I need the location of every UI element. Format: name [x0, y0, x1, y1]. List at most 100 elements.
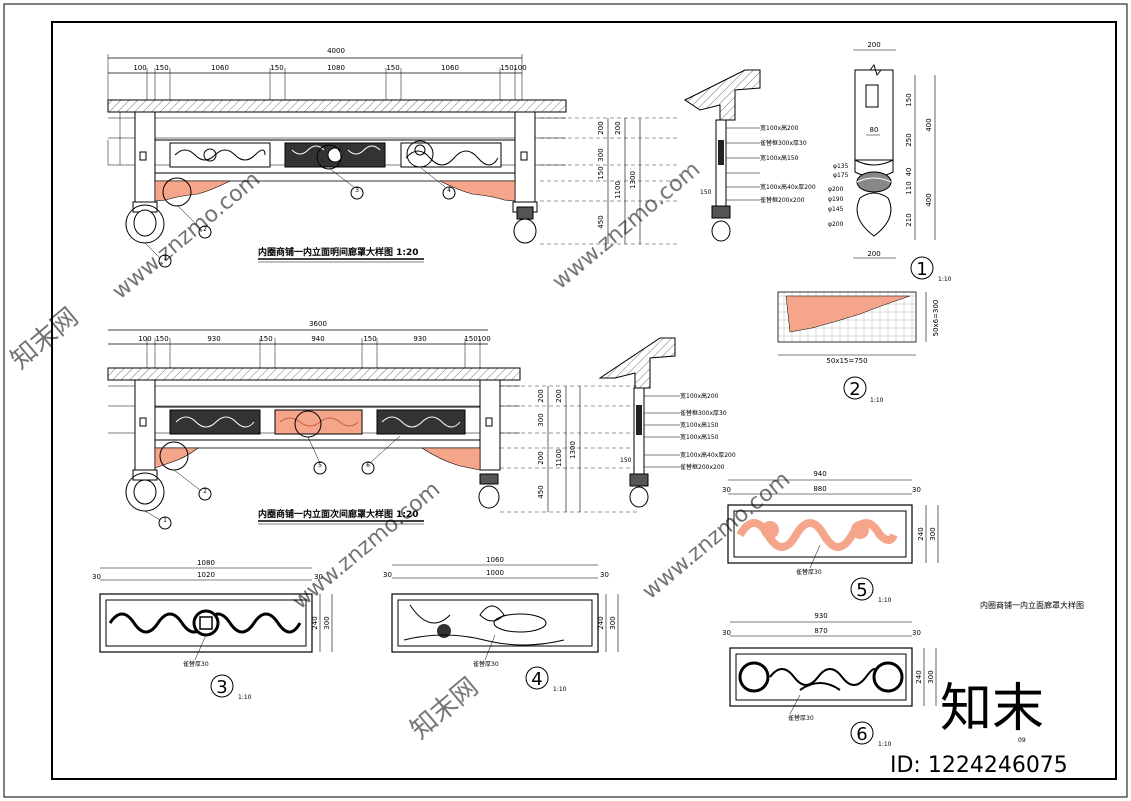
detail6-side: 30: [912, 629, 921, 637]
detail4-h-outer: 300: [609, 616, 617, 629]
detail6-outer: 930: [814, 612, 827, 620]
elev2-section-note: 雀替框300x厚30: [680, 409, 727, 417]
detail2-scale: 1:10: [870, 397, 884, 404]
detail6-scale: 1:10: [878, 741, 892, 748]
elev1-section-note: 雀替框300x厚30: [760, 139, 807, 147]
elev2-vdim: 200: [537, 451, 545, 464]
elev1-callout-3: 3: [355, 187, 359, 194]
elev1-seg-dim: 100: [513, 64, 526, 72]
detail1-right-dim: 210: [905, 213, 913, 226]
elev1-vdim: 150: [597, 166, 605, 179]
detail3-inner: 1020: [197, 571, 215, 579]
detail4-inner: 1000: [486, 569, 504, 577]
detail1-dia: φ175: [833, 172, 849, 179]
detail-6-panel: 930 870 30 30 雀替厚30 240 300 6 1:10: [722, 612, 937, 748]
elev2-seg-dim: 100: [138, 335, 151, 343]
elev1-vdim: 200: [614, 121, 622, 134]
elev1-callout-2: 2: [203, 226, 207, 233]
elev2-callout-6: 6: [366, 462, 370, 469]
detail1-right-dim: 400: [925, 193, 933, 206]
detail4-outer: 1060: [486, 556, 504, 564]
detail4-side: 30: [600, 571, 609, 579]
elev2-title: 内圈商铺一内立面次间廊罩大样图 1:20: [258, 508, 419, 520]
detail3-side: 30: [314, 573, 323, 581]
detail1-right-dim: 400: [925, 118, 933, 131]
elev2-seg-dim: 150: [464, 335, 477, 343]
detail6-side: 30: [722, 629, 731, 637]
detail4-h-inner: 240: [597, 616, 605, 629]
elev1-title: 内圈商铺一内立面明间廊罩大样图 1:20: [258, 246, 419, 258]
elev1-seg-dim: 1060: [211, 64, 229, 72]
elev2-vdim: 200: [537, 389, 545, 402]
elev2-vdim: 1300: [569, 441, 577, 459]
detail6-inner: 870: [814, 627, 827, 635]
elev2-total-dim: 3600: [309, 320, 327, 328]
elev2-section-note: 宽100x高150: [680, 433, 719, 441]
elev1-total-dim: 4000: [327, 47, 345, 55]
detail5-h-outer: 300: [929, 527, 937, 540]
detail1-right-dim: 110: [905, 181, 913, 194]
elev1-vdim: 450: [597, 215, 605, 228]
elevation-1: 4000 100 150 1060 150 1080 150 1060 150 …: [107, 47, 816, 268]
detail1-dia: φ200: [828, 221, 844, 228]
elev2-callout-1: 1: [163, 517, 167, 524]
detail4-scale: 1:10: [553, 686, 567, 693]
detail4-side: 30: [383, 571, 392, 579]
elev1-seg-dim: 150: [270, 64, 283, 72]
detail5-side: 30: [722, 486, 731, 494]
sheet-title: 内圈商铺一内立面廊罩大样图: [980, 600, 1084, 610]
detail1-number: 1: [916, 259, 927, 280]
elev1-vdim: 1100: [614, 181, 622, 199]
detail6-number: 6: [856, 724, 867, 745]
detail1-dia: φ200: [828, 186, 844, 193]
detail2-width: 50x15=750: [826, 357, 867, 365]
detail5-outer: 940: [813, 470, 826, 478]
elev2-seg-dim: 150: [155, 335, 168, 343]
elev2-seg-dim: 930: [207, 335, 220, 343]
detail2-number: 2: [849, 379, 860, 400]
elev2-vdim: 300: [537, 413, 545, 426]
detail6-note: 雀替厚30: [788, 714, 814, 722]
elev1-section-dim: 150: [700, 189, 712, 196]
elev1-seg-dim: 1060: [441, 64, 459, 72]
elev2-seg-dim: 150: [259, 335, 272, 343]
watermark-logo: 知末: [940, 679, 1044, 739]
elev2-callout-5: 5: [318, 462, 322, 469]
elev1-vdim: 200: [597, 121, 605, 134]
elev2-section-note: 雀替框200x200: [680, 463, 725, 471]
detail1-bottom-dim: 200: [867, 250, 880, 258]
detail-3-panel: 1080 1020 30 30 雀替厚30 240 300 3 1:10: [92, 559, 333, 701]
elev1-vdim: 300: [597, 148, 605, 161]
detail1-scale: 1:10: [938, 276, 952, 283]
elev2-seg-dim: 930: [413, 335, 426, 343]
detail6-h-outer: 300: [927, 670, 935, 683]
detail-4-panel: 1060 1000 30 30 雀替厚30 240 300 4 1:10: [383, 556, 619, 693]
detail1-right-dim: 40: [905, 168, 913, 177]
detail1-dia: φ145: [828, 206, 844, 213]
detail-5-panel: 940 880 30 30 雀替厚30 240 300 5 1:10: [722, 470, 939, 604]
watermark-layer: www.znzmo.com www.znzmo.com www.znzmo.co…: [5, 157, 795, 746]
watermark-brand: 知末网: [5, 302, 84, 375]
elev1-seg-dim: 150: [155, 64, 168, 72]
detail2-height: 50x6=300: [932, 300, 940, 337]
elev2-vdim: 450: [537, 485, 545, 498]
detail1-right-dim: 250: [905, 133, 913, 146]
detail1-top-dim: 200: [867, 41, 880, 49]
detail5-inner: 880: [813, 485, 826, 493]
detail1-dia: φ135: [833, 163, 849, 170]
detail5-h-inner: 240: [917, 527, 925, 540]
elev2-seg-dim: 150: [363, 335, 376, 343]
detail1-inner-dim: 80: [870, 126, 879, 134]
elev2-callout-2: 2: [203, 488, 207, 495]
elev2-seg-dim: 100: [477, 335, 490, 343]
elev1-seg-dim: 1080: [327, 64, 345, 72]
elev2-seg-dim: 940: [311, 335, 324, 343]
detail4-number: 4: [531, 669, 542, 690]
watermark-id: ID: 1224246075: [890, 753, 1068, 778]
elev1-callout-4: 4: [447, 187, 451, 194]
detail5-number: 5: [856, 580, 867, 601]
elev2-section-dim: 150: [620, 457, 632, 464]
elev1-seg-dim: 100: [133, 64, 146, 72]
detail4-note: 雀替厚30: [473, 660, 499, 668]
